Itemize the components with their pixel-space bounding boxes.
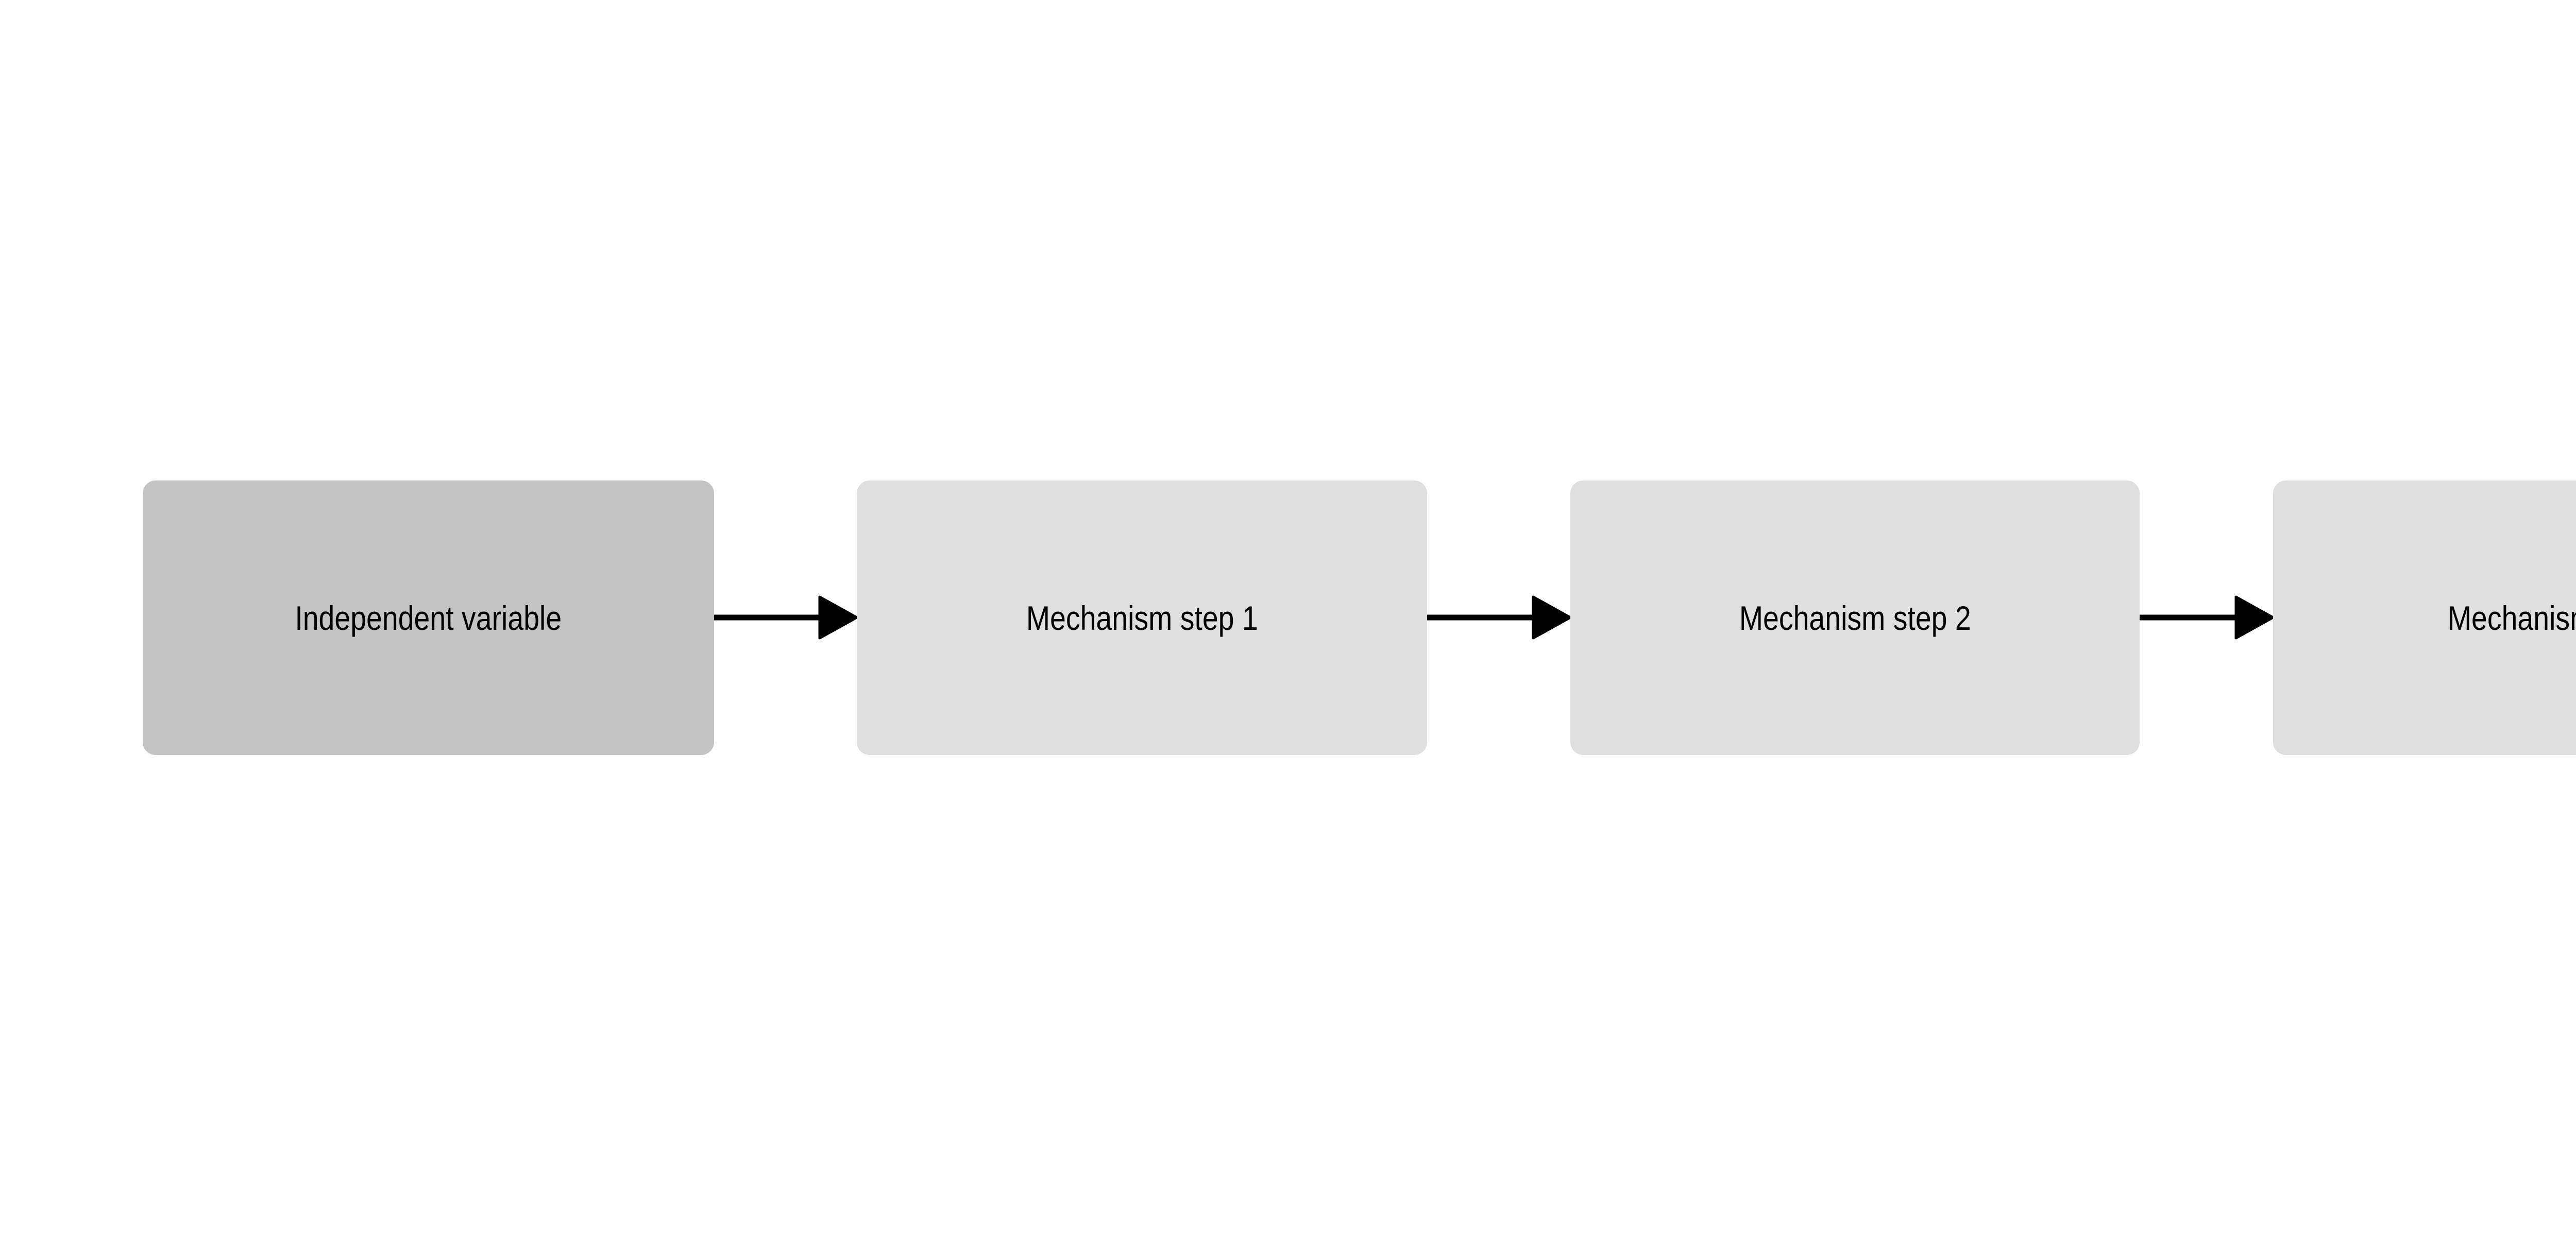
arrowhead-icon [1532,595,1572,640]
arrowhead-icon [818,595,858,640]
arrowhead-icon [2234,595,2275,640]
node-independent-variable[interactable]: Independent variable [143,480,714,755]
node-mechanism-step-1[interactable]: Mechanism step 1 [857,480,1427,755]
node-mechanism-step-3[interactable]: Mechanism step 3 [2273,480,2576,755]
node-label: Mechanism step 1 [1026,598,1258,637]
node-label: Independent variable [295,598,562,637]
flow-arrow [1424,592,1572,643]
flow-arrow [2137,592,2275,643]
node-mechanism-step-2[interactable]: Mechanism step 2 [1570,480,2140,755]
node-label: Mechanism step 2 [1739,598,1971,637]
node-label: Mechanism step 3 [2448,598,2576,637]
flow-arrow [711,592,858,643]
